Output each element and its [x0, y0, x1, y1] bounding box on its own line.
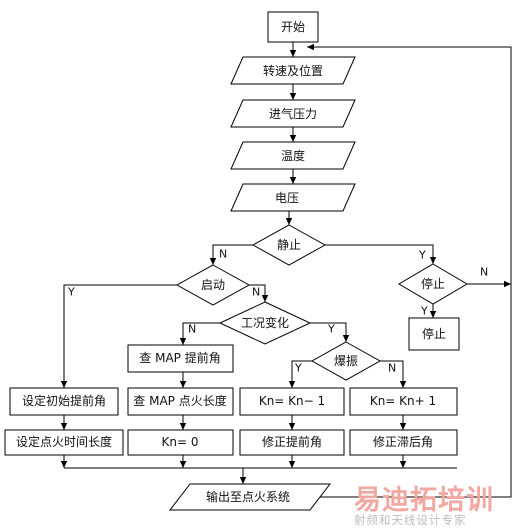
lookup-advance-label: 查 MAP 提前角: [139, 350, 220, 365]
intake-pressure-shape: [230, 99, 356, 128]
kn-plus-box: [349, 387, 458, 416]
kn-minus-label: Kn= Kn− 1: [259, 394, 325, 408]
connector: [325, 244, 437, 264]
startup-no-label: N: [252, 286, 260, 299]
stall-no-label: N: [480, 266, 488, 279]
ignition-time-box: [4, 429, 124, 456]
connector: [60, 284, 177, 388]
output-shape: [168, 483, 332, 511]
stall-yes-label: Y: [420, 305, 428, 318]
knock-no-label: N: [388, 362, 396, 375]
watermark: 易迪拓培训 射频和天线设计专家: [350, 478, 515, 530]
fix-advance-label: 修正提前角: [262, 434, 322, 449]
static-no-label: N: [219, 248, 227, 261]
lookup-duration-label: 查 MAP 点火长度: [133, 393, 226, 408]
output-label: 输出至点火系统: [206, 489, 290, 504]
voltage-label: 电压: [275, 191, 299, 205]
kn-zero-label: Kn= 0: [162, 435, 199, 449]
stop-box: [408, 317, 460, 351]
speed-position-label: 转速及位置: [263, 63, 323, 78]
ignition-time-label: 设定点火时间长度: [16, 434, 112, 449]
watermark-brand: 易迪拓培训: [354, 485, 494, 516]
lookup-duration-box: [127, 387, 234, 416]
kn-plus-label: Kn= Kn+ 1: [370, 394, 436, 408]
connector: [179, 322, 220, 345]
connector: [380, 360, 407, 388]
fix-advance-box: [239, 429, 345, 456]
kn-zero-box: [127, 429, 234, 456]
startup-yes-label: Y: [67, 286, 75, 299]
start-label: 开始: [281, 20, 305, 34]
speed-position-shape: [230, 56, 356, 85]
static-decision: [251, 224, 327, 266]
connector: [288, 360, 312, 388]
connector: [209, 244, 253, 265]
knock-yes-label: Y: [294, 362, 302, 375]
temperature-label: 温度: [281, 148, 305, 163]
kn-minus-box: [239, 387, 345, 416]
knock-decision: [310, 341, 382, 381]
static-yes-label: Y: [418, 249, 426, 262]
knock-label: 爆振: [334, 354, 358, 368]
stall-label: 停止: [421, 276, 445, 291]
lookup-advance-box: [127, 344, 234, 373]
start-box: [267, 11, 319, 43]
startup-label: 启动: [201, 278, 225, 292]
connector: [310, 322, 350, 342]
loop-back-connector: [307, 43, 512, 498]
intake-pressure-label: 进气压力: [269, 106, 317, 121]
condition-no-label: N: [188, 323, 196, 336]
stop-label: 停止: [422, 326, 446, 341]
condition-yes-label: Y: [327, 323, 335, 336]
condition-change-label: 工况变化: [241, 315, 289, 330]
init-advance-label: 设定初始提前角: [22, 393, 106, 408]
fix-lag-label: 修正滞后角: [373, 434, 433, 449]
connector: [249, 284, 269, 302]
static-label: 静止: [277, 238, 301, 252]
temperature-shape: [230, 141, 356, 170]
voltage-shape: [230, 183, 356, 212]
startup-decision: [175, 264, 251, 306]
watermark-tagline: 射频和天线设计专家: [354, 513, 467, 527]
condition-decision: [218, 301, 312, 345]
